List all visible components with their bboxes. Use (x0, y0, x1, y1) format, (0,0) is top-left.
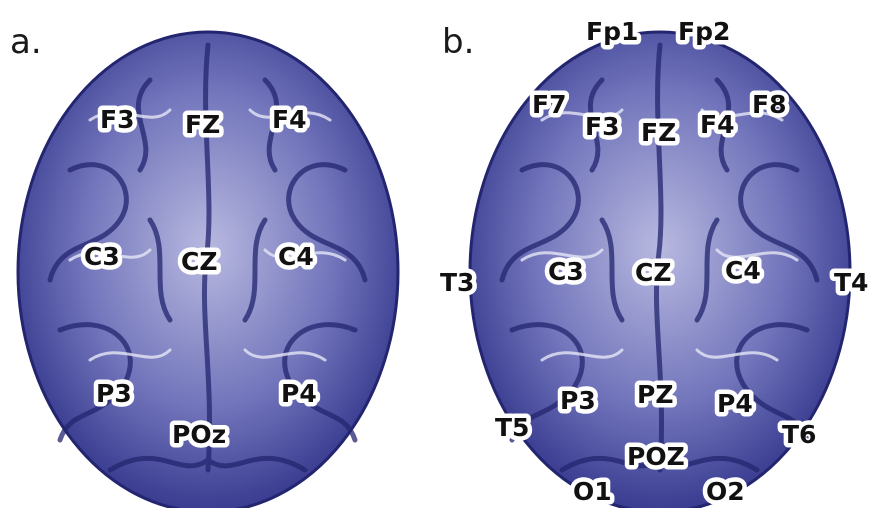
electrode-b-cz: CZ (635, 258, 671, 287)
electrode-b-fp2: Fp2 (678, 17, 730, 46)
electrode-b-t5: T5 (495, 413, 529, 442)
electrode-a-cz: CZ (181, 247, 217, 276)
electrode-b-t4: T4 (834, 268, 868, 297)
electrode-b-t6: T6 (782, 420, 816, 449)
electrode-b-f8: F8 (752, 90, 786, 119)
electrode-b-p3: P3 (560, 386, 596, 415)
electrode-b-p4: P4 (717, 389, 753, 418)
electrode-b-o1: O1 (573, 477, 612, 506)
electrode-b-fz: FZ (641, 118, 676, 147)
electrode-a-p4: P4 (281, 379, 317, 408)
electrode-a-f4: F4 (272, 105, 306, 134)
electrode-a-p3: P3 (96, 379, 132, 408)
electrode-b-t3: T3 (440, 268, 474, 297)
electrode-b-c4: C4 (725, 256, 761, 285)
electrode-b-poz: POZ (627, 442, 685, 471)
electrode-a-c4: C4 (278, 242, 314, 271)
electrode-b-f7: F7 (532, 90, 566, 119)
electrode-a-fz: FZ (185, 110, 220, 139)
electrode-a-poz: POz (172, 420, 226, 449)
electrode-a-c3: C3 (84, 242, 120, 271)
electrode-a-f3: F3 (100, 105, 134, 134)
electrode-b-o2: O2 (706, 477, 745, 506)
electrode-b-pz: PZ (637, 380, 673, 409)
electrode-b-fp1: Fp1 (586, 17, 638, 46)
electrode-b-f4: F4 (700, 110, 734, 139)
electrode-b-f3: F3 (585, 112, 619, 141)
electrode-b-c3: C3 (548, 257, 584, 286)
